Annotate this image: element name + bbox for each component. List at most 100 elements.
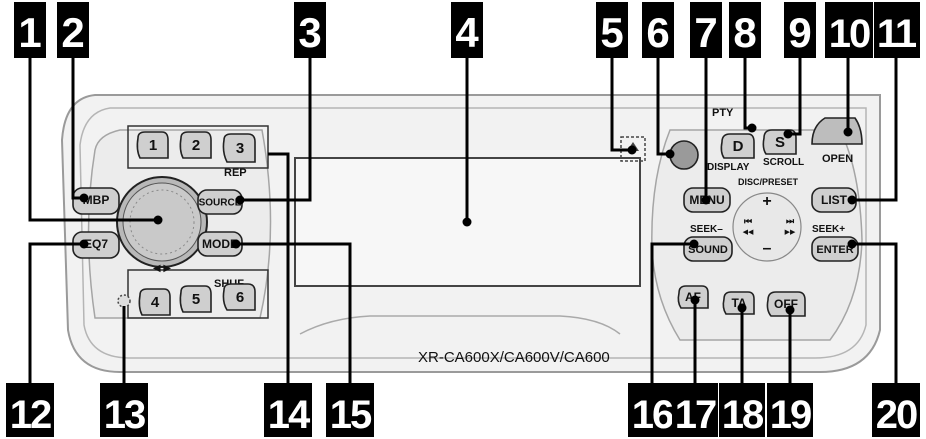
- callout-5: 5: [596, 2, 628, 58]
- callout-3: 3: [294, 2, 326, 58]
- callout-4-number: 4: [455, 9, 479, 56]
- rewind-icon: ◀◀: [743, 229, 754, 236]
- mbp-button[interactable]: MBP: [72, 187, 120, 215]
- preset-2-label: 2: [192, 137, 200, 154]
- preset-button-2[interactable]: 2: [179, 131, 212, 159]
- callout-10: 10: [825, 2, 873, 58]
- preset-1-label: 1: [149, 137, 157, 154]
- preset-3-label: 3: [236, 140, 244, 157]
- callout-14: 14: [264, 383, 313, 437]
- preset-group-top: [127, 125, 269, 169]
- dial-arrows-label: ◀ ▶: [153, 263, 171, 274]
- open-label: OPEN: [822, 153, 853, 165]
- callout-8-number: 8: [733, 9, 756, 56]
- seek-minus-label: SEEK–: [690, 224, 723, 235]
- callout-12-number: 12: [10, 393, 51, 437]
- callout-1-number: 1: [18, 9, 41, 56]
- minus-label: –: [763, 240, 772, 257]
- pty-label: PTY: [712, 107, 734, 119]
- seek-preset-pad[interactable]: [732, 192, 802, 262]
- callout-9: 9: [784, 2, 816, 58]
- callout-12: 12: [6, 383, 54, 437]
- callout-2-number: 2: [61, 9, 84, 56]
- callout-6-number: 6: [646, 9, 669, 56]
- callout-17-number: 17: [675, 393, 716, 437]
- callout-3-number: 3: [298, 9, 321, 56]
- sound-label: SOUND: [688, 244, 728, 256]
- callout-line-12: [28, 242, 84, 388]
- callout-11: 11: [874, 2, 920, 58]
- next-track-icon: ⏭: [786, 216, 795, 226]
- callout-20: 20: [872, 383, 920, 437]
- mbp-label: MBP: [83, 193, 110, 207]
- plus-label: +: [762, 193, 771, 210]
- callout-line-20: [852, 242, 898, 388]
- callout-7-number: 7: [694, 9, 717, 56]
- callout-15-number: 15: [330, 393, 372, 437]
- preset-button-4[interactable]: 4: [138, 288, 171, 316]
- callout-14-number: 14: [268, 393, 311, 437]
- eq7-button[interactable]: EQ7: [72, 231, 120, 259]
- preset-5-label: 5: [192, 291, 200, 308]
- callout-19: 19: [767, 383, 813, 437]
- callout-19-number: 19: [770, 393, 811, 437]
- display-d-label: D: [733, 138, 744, 155]
- enter-button[interactable]: ENTER: [811, 236, 859, 262]
- callout-line-5: [610, 56, 632, 152]
- enter-label: ENTER: [816, 244, 853, 256]
- callout-line-15: [236, 242, 352, 388]
- off-button[interactable]: OFF: [766, 291, 806, 317]
- eq7-label: EQ7: [84, 237, 108, 251]
- preset-button-1[interactable]: 1: [136, 131, 169, 159]
- callout-13: 13: [100, 383, 148, 437]
- model-number: XR-CA600X/CA600V/CA600: [418, 349, 610, 366]
- display-label: DISPLAY: [707, 162, 750, 173]
- callout-16-number: 16: [632, 393, 673, 437]
- callout-18: 18: [719, 383, 766, 437]
- disc-preset-label: DISC/PRESET: [738, 177, 799, 187]
- mode-button[interactable]: MODE: [197, 231, 243, 257]
- open-button[interactable]: [811, 117, 863, 145]
- list-label: LIST: [821, 193, 848, 207]
- preset-group-bottom: [127, 269, 269, 319]
- source-label: SOURCE: [199, 198, 242, 209]
- callout-13-number: 13: [104, 393, 145, 437]
- list-button[interactable]: LIST: [811, 187, 857, 213]
- release-button[interactable]: [620, 136, 646, 162]
- callout-9-number: 9: [788, 9, 811, 56]
- faceplate-inner: [79, 107, 867, 359]
- callout-6: 6: [642, 2, 674, 58]
- callout-10-number: 10: [829, 12, 870, 56]
- callout-line-11: [852, 56, 898, 202]
- callout-line-16: [650, 242, 694, 388]
- callout-5-number: 5: [600, 9, 623, 56]
- scroll-s-label: S: [775, 134, 785, 151]
- mode-label: MODE: [202, 237, 238, 251]
- callout-lines: [28, 56, 898, 388]
- faceplate-bottom-slot: [299, 315, 621, 335]
- prev-track-icon: ⏮: [744, 216, 752, 226]
- callout-17: 17: [672, 383, 718, 437]
- scroll-label: SCROLL: [763, 157, 804, 168]
- callout-line-14: [268, 152, 290, 388]
- callout-8: 8: [729, 2, 761, 58]
- display-button[interactable]: D: [720, 133, 755, 159]
- callout-16: 16: [628, 383, 676, 437]
- preset-button-6[interactable]: 6: [222, 283, 256, 311]
- callout-line-3: [240, 56, 312, 202]
- callout-7: 7: [690, 2, 722, 58]
- callout-15: 15: [326, 383, 374, 437]
- reset-button[interactable]: [117, 294, 131, 308]
- preset-6-label: 6: [236, 289, 244, 306]
- callout-2: 2: [57, 2, 89, 58]
- callout-4: 4: [451, 2, 483, 58]
- callout-1: 1: [14, 2, 46, 58]
- callout-20-number: 20: [876, 393, 917, 437]
- rep-label: REP: [224, 167, 247, 179]
- seek-plus-label: SEEK+: [812, 224, 845, 235]
- preset-button-5[interactable]: 5: [179, 285, 212, 313]
- source-button[interactable]: SOURCE: [197, 189, 243, 215]
- fast-forward-icon: ▶▶: [785, 229, 796, 236]
- preset-button-3[interactable]: 3: [222, 133, 256, 163]
